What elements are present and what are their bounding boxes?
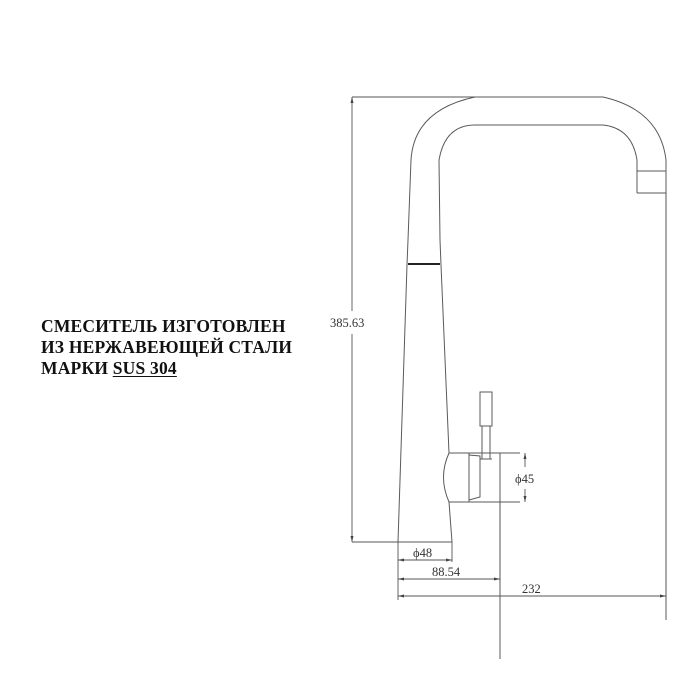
material-note: СМЕСИТЕЛЬ ИЗГОТОВЛЕН ИЗ НЕРЖАВЕЮЩЕЙ СТАЛ… — [41, 316, 292, 379]
body-left-upper — [406, 239, 409, 266]
body-right-upper — [439, 239, 442, 266]
body-left — [397, 264, 408, 543]
body-right-lower — [448, 501, 453, 543]
base-diameter-label: ϕ48 — [413, 546, 432, 560]
handle-diameter-label: ϕ45 — [515, 472, 534, 486]
body-right — [440, 264, 450, 454]
spout-inner — [438, 124, 638, 241]
note-prefix: МАРКИ — [41, 358, 113, 378]
note-line-3: МАРКИ SUS 304 — [41, 358, 292, 379]
note-line-2: ИЗ НЕРЖАВЕЮЩЕЙ СТАЛИ — [41, 337, 293, 357]
material-grade: SUS 304 — [112, 358, 177, 378]
note-line-1: СМЕСИТЕЛЬ ИЗГОТОВЛЕН — [41, 316, 286, 336]
handle-collar — [468, 454, 481, 501]
total-width-label: 232 — [522, 582, 541, 596]
spout-outer — [407, 96, 667, 620]
handle-lever — [479, 391, 493, 427]
handle-dome — [443, 452, 450, 503]
height-dim-label: 385.63 — [330, 316, 364, 330]
handle-offset-label: 88.54 — [432, 565, 461, 579]
